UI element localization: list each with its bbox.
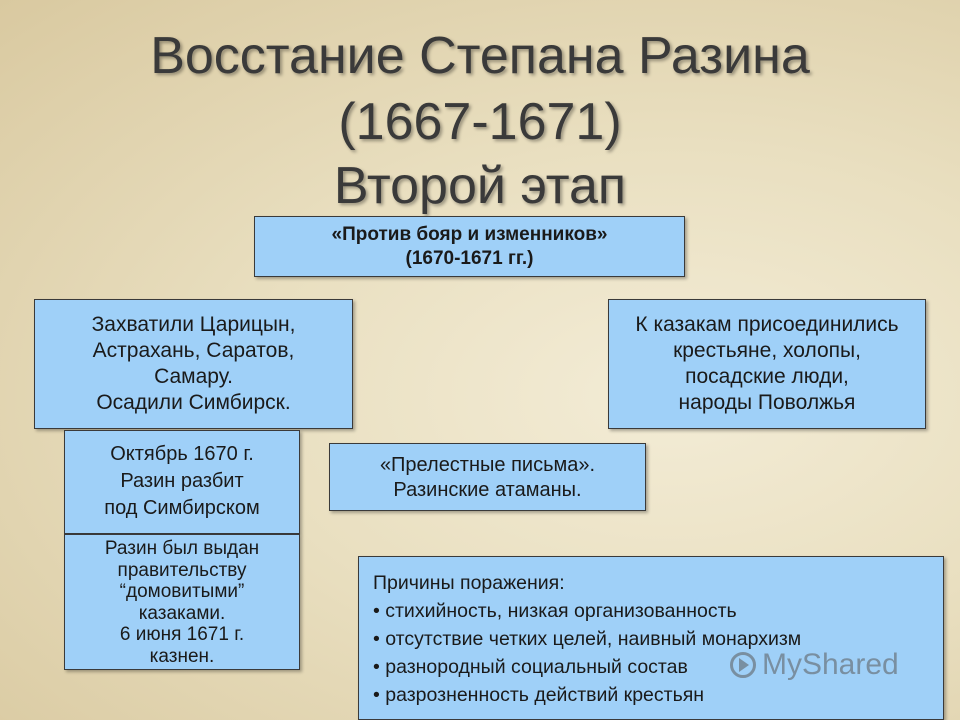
execution-line-5: 6 июня 1671 г. bbox=[119, 624, 245, 645]
reason-item-3: • разнородный социальный состав bbox=[373, 656, 688, 678]
execution-line-6: казнен. bbox=[149, 645, 215, 667]
reason-item-4: • разрозненность действий крестьян bbox=[373, 684, 705, 706]
play-circle-icon bbox=[730, 652, 756, 678]
participants-line-1: К казакам присоединились bbox=[635, 313, 899, 336]
defeat-line-1: Октябрь 1670 г. bbox=[110, 443, 254, 465]
title-line-1: Восстание Степана Разина bbox=[150, 27, 810, 85]
participants-line-2: крестьяне, холопы, bbox=[673, 339, 861, 362]
letters-line-2: Разинские атаманы. bbox=[393, 479, 582, 501]
watermark-text: MyShared bbox=[762, 648, 899, 681]
defeat-box: Октябрь 1670 г. Разин разбит под Симбирс… bbox=[64, 430, 300, 534]
captured-cities-box: Захватили Царицын, Астрахань, Саратов, С… bbox=[34, 299, 353, 429]
defeat-reasons-box: Причины поражения: • стихийность, низкая… bbox=[358, 556, 944, 720]
letters-line-1: «Прелестные письма». bbox=[379, 454, 596, 476]
participants-box: К казакам присоединились крестьяне, холо… bbox=[608, 299, 926, 429]
execution-box: Разин был выдан правительству “домовитым… bbox=[64, 534, 300, 670]
reason-item-1: • стихийность, низкая организованность bbox=[373, 600, 737, 622]
watermark: MyShared bbox=[730, 648, 899, 682]
reasons-heading: Причины поражения: bbox=[373, 572, 565, 594]
captured-line-2: Астрахань, Саратов, bbox=[92, 339, 295, 362]
stage-box: «Против бояр и изменников» (1670-1671 гг… bbox=[254, 216, 685, 277]
participants-line-4: народы Поволжья bbox=[678, 391, 856, 414]
defeat-line-2: Разин разбит bbox=[120, 470, 244, 492]
execution-line-3: “домовитыми” bbox=[119, 581, 245, 602]
reason-item-2: • отсутствие четких целей, наивный монар… bbox=[373, 628, 802, 650]
stage-slogan: «Против бояр и изменников» bbox=[331, 224, 608, 245]
captured-line-1: Захватили Царицын, bbox=[91, 313, 296, 336]
defeat-line-3: под Симбирском bbox=[104, 497, 260, 519]
participants-line-3: посадские люди, bbox=[685, 365, 849, 388]
title-line-3: Второй этап bbox=[333, 157, 627, 215]
execution-line-4: казаками. bbox=[138, 602, 226, 624]
letters-box: «Прелестные письма». Разинские атаманы. bbox=[329, 443, 646, 511]
title-line-2: (1667-1671) bbox=[338, 93, 622, 151]
execution-line-2: правительству bbox=[117, 559, 247, 581]
execution-line-1: Разин был выдан bbox=[104, 538, 260, 559]
stage-years: (1670-1671 гг.) bbox=[405, 248, 534, 269]
captured-line-3: Самару. bbox=[154, 365, 233, 388]
captured-line-4: Осадили Симбирск. bbox=[96, 391, 291, 414]
